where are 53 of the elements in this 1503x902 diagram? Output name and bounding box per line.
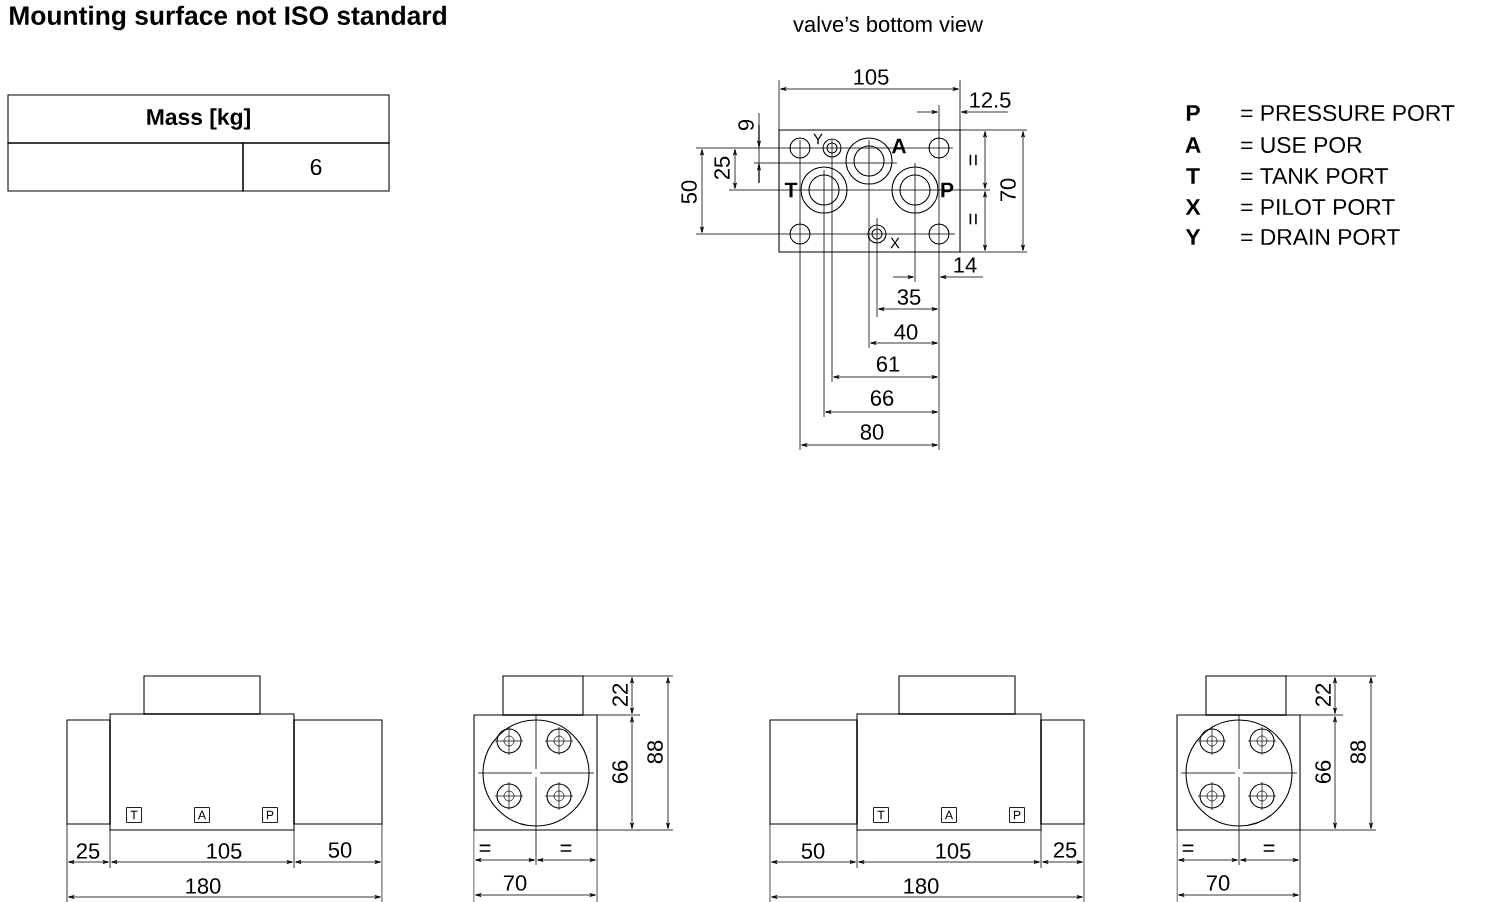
dimension-value: 66 [1315, 760, 1331, 784]
dimension-value: 25 [76, 843, 100, 859]
key-letter: X [1185, 199, 1201, 215]
equal-sign: = [479, 844, 491, 852]
dimension-value: 50 [681, 180, 697, 204]
dimension-value: 40 [894, 324, 918, 340]
dimension-value: 22 [1315, 683, 1331, 707]
dimension-value: 61 [876, 356, 900, 372]
port-letter: Y [813, 133, 823, 145]
key-letter: A [1185, 137, 1201, 153]
dimension-value: 9 [738, 119, 754, 131]
dimension-value: 105 [854, 69, 889, 85]
key-letter: Y [1185, 229, 1201, 245]
dimension-value: 70 [503, 875, 527, 891]
table-header-cell: Mass [kg] [7, 94, 390, 144]
equal-sign: = [1263, 844, 1275, 852]
equal-sign: = [560, 844, 572, 852]
key-letter: P [1186, 105, 1200, 121]
dimension-value: 66 [612, 760, 628, 784]
dimension-value: 35 [897, 289, 921, 305]
dimension-value: 12.5 [970, 92, 1011, 108]
key-description: = USE POR [1241, 136, 1362, 154]
key-letter: T [1186, 168, 1200, 184]
equal-sign: = [1182, 844, 1194, 852]
dimension-value: 88 [1350, 740, 1366, 764]
dimension-value: 180 [904, 878, 939, 894]
dimension-value: 70 [1206, 875, 1230, 891]
key-description: = DRAIN PORT [1241, 228, 1400, 246]
dimension-value: 22 [612, 683, 628, 707]
port-letter: T [784, 182, 798, 198]
dimension-value: 50 [801, 843, 825, 859]
port-letter: P [941, 182, 954, 198]
dimension-value: 105 [207, 843, 242, 859]
page-title: Mounting surface not ISO standard [10, 5, 446, 31]
dimension-value: 105 [936, 843, 971, 859]
dimension-value: 88 [647, 740, 663, 764]
equal-sign: = [969, 154, 977, 166]
table-cell: 6 [242, 142, 390, 192]
key-description: = PRESSURE PORT [1241, 104, 1455, 122]
dimension-value: 66 [870, 390, 894, 406]
dimension-value: 70 [1000, 178, 1016, 202]
port-letter: A [891, 138, 907, 154]
dimension-value: 14 [954, 257, 977, 273]
dimension-value: 180 [186, 878, 221, 894]
port-letter: X [890, 237, 900, 249]
key-description: = TANK PORT [1241, 167, 1388, 185]
dimension-value: 25 [714, 156, 730, 180]
view-caption: valve’s bottom view [793, 15, 984, 33]
dimension-value: 25 [1053, 842, 1077, 858]
equal-sign: = [969, 213, 977, 225]
key-description: = PILOT PORT [1241, 198, 1395, 216]
dimension-value: 80 [860, 424, 884, 440]
dimension-value: 50 [328, 842, 352, 858]
